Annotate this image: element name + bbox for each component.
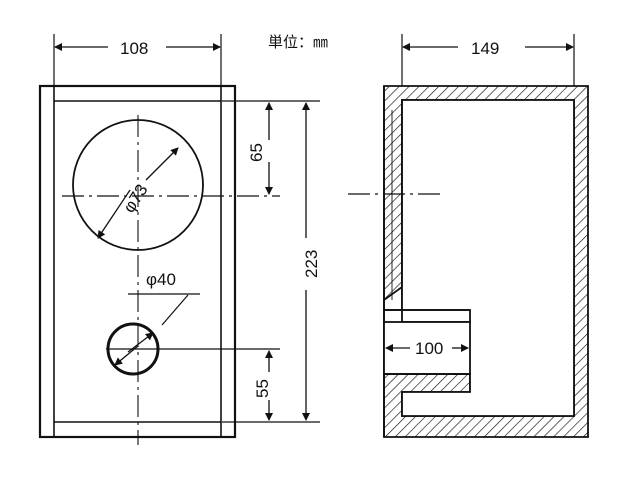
port-diameter-label: φ40	[146, 270, 176, 289]
port-diameter-arrow-a	[114, 345, 139, 366]
woofer-diameter-arrow-a	[97, 189, 131, 239]
woofer-diameter-arrow-b	[145, 147, 179, 181]
front-view	[38, 34, 320, 445]
port-offset-label: 55	[253, 379, 272, 398]
width-dim-label: 108	[120, 39, 148, 58]
port-leader-diag	[161, 294, 189, 326]
woofer-offset-label: 65	[247, 143, 266, 162]
side-view	[348, 34, 589, 438]
woofer-diameter-label: φ73	[119, 181, 151, 216]
unit-label: 単位：㎜	[268, 34, 328, 51]
port-length-label: 100	[415, 339, 443, 358]
height-dim-label: 223	[302, 250, 321, 278]
port-diameter-arrow-b	[127, 332, 154, 353]
depth-dim-label: 149	[471, 39, 499, 58]
